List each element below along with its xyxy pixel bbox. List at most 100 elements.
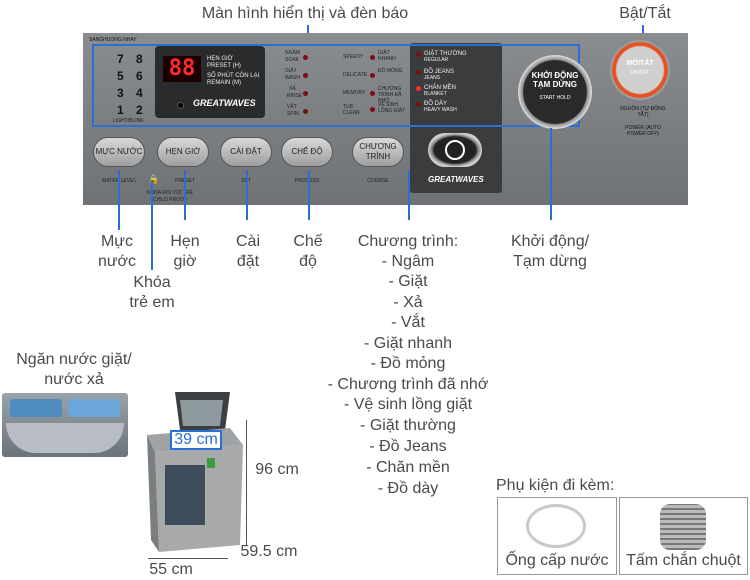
mode-vi: CHƯƠNG TRÌNH ĐÃ NHỚ bbox=[378, 86, 402, 104]
dim-width-label: 55 cm bbox=[149, 561, 193, 578]
step-label: NGÂM bbox=[285, 50, 300, 56]
water-connector bbox=[118, 170, 120, 230]
accessory-label: Ống cấp nước bbox=[505, 552, 609, 569]
program-num: 6 bbox=[136, 69, 143, 83]
preset-button[interactable]: HẸN GIỜ bbox=[157, 137, 209, 167]
step-label: VẮT bbox=[287, 104, 297, 110]
program-callout-title: Chương trình: bbox=[357, 233, 459, 250]
childlock-label: KHÓA ĐỔI VỚI TRẺ bbox=[147, 190, 193, 196]
course-vi: GIẶT THƯỜNG bbox=[424, 51, 467, 57]
process-callout: Chế độ bbox=[293, 233, 323, 270]
start-label-vi: KHỞI ĐỘNG TẠM DỪNG bbox=[531, 71, 579, 89]
course-knob[interactable] bbox=[428, 133, 482, 167]
child-lock-callout: Khóa trẻ em bbox=[129, 274, 175, 311]
program-item: - Đồ Jeans bbox=[369, 438, 447, 455]
program-item: - Xả bbox=[393, 294, 423, 311]
power-panel-en: POWER (AUTO POWER OFF) bbox=[625, 125, 661, 137]
course-en: HEAVY WASH bbox=[424, 107, 457, 113]
mode-led bbox=[370, 55, 375, 60]
course-connector bbox=[408, 170, 410, 220]
dim-top-label: 39 cm bbox=[170, 430, 222, 450]
display-label: Màn hình hiển thị và đèn báo bbox=[201, 5, 409, 22]
mode-led bbox=[370, 91, 375, 96]
width-dimension-line bbox=[148, 558, 228, 559]
remain-vi: SỐ PHÚT CÒN LẠI bbox=[207, 73, 260, 79]
mode-led bbox=[370, 107, 375, 112]
greatwaves-logo: GREATWAVES bbox=[193, 98, 256, 108]
panel-top-label: SANGHUONG NHAY bbox=[89, 37, 137, 43]
accessories-title: Phụ kiện đi kèm: bbox=[496, 477, 615, 494]
softener-tray bbox=[68, 399, 120, 417]
preset-connector bbox=[184, 170, 186, 220]
step-led bbox=[303, 73, 308, 78]
dispenser-label: Ngăn nước giặt/ nước xả bbox=[16, 351, 132, 388]
remain-en: REMAIN (M) bbox=[207, 80, 241, 86]
program-num: 3 bbox=[117, 86, 124, 100]
start-callout: Khởi động/ Tạm dừng bbox=[510, 233, 590, 270]
course-led bbox=[416, 102, 421, 107]
accessory-hose: Ống cấp nước bbox=[497, 497, 617, 575]
course-en: JEANS bbox=[424, 75, 441, 81]
start-label-en: START HOLD bbox=[539, 95, 571, 101]
step-label: XẢ bbox=[289, 86, 296, 92]
program-num: 5 bbox=[117, 69, 124, 83]
hose-icon bbox=[526, 504, 586, 548]
power-button[interactable]: MỞ/TẮT ON/OFF bbox=[610, 40, 670, 100]
course-sub: COURSE bbox=[367, 178, 389, 184]
mode-vi: GIẶT NHANH bbox=[378, 50, 396, 62]
set-connector bbox=[246, 170, 248, 220]
program-item: - Vệ sinh lồng giặt bbox=[343, 396, 473, 413]
program-num: 2 bbox=[136, 103, 143, 117]
course-led-active bbox=[416, 86, 421, 91]
mode-en: MEMORY bbox=[343, 90, 366, 96]
course-vi: ĐỒ DÀY bbox=[424, 101, 448, 107]
process-button[interactable]: CHẾ ĐỘ bbox=[281, 137, 333, 167]
step-label: GIẶT bbox=[285, 68, 297, 74]
program-num: 8 bbox=[136, 52, 143, 66]
set-button[interactable]: CÀI ĐẶT bbox=[220, 137, 272, 167]
program-item: - Đồ mỏng bbox=[370, 355, 446, 372]
course-vi: ĐỒ JEANS bbox=[424, 69, 455, 75]
program-item: - Giặt thường bbox=[360, 417, 456, 434]
process-connector bbox=[308, 170, 310, 220]
childlock-connector bbox=[151, 180, 153, 270]
greatwaves-logo: GREATWAVES bbox=[428, 175, 484, 184]
mode-led bbox=[370, 73, 375, 78]
step-label: RINSE bbox=[287, 93, 303, 99]
program-item: - Vắt bbox=[391, 314, 425, 331]
course-led bbox=[416, 70, 421, 75]
course-led bbox=[416, 52, 421, 57]
mode-en: DELICATE bbox=[343, 72, 368, 78]
power-panel-vi: NGUỒN (TỰ ĐỘNG TẮT) bbox=[620, 106, 666, 118]
start-connector bbox=[550, 128, 552, 220]
preset-en: PRESET (H) bbox=[207, 63, 241, 69]
preset-callout: Hẹn giờ bbox=[170, 233, 200, 270]
accessory-mouse-guard: Tấm chắn chuột bbox=[619, 497, 748, 575]
step-label: SOAK bbox=[285, 57, 299, 63]
start-hold-button[interactable]: KHỞI ĐỘNG TẠM DỪNG START HOLD bbox=[518, 55, 592, 129]
mouse-guard-icon bbox=[660, 504, 706, 550]
course-button[interactable]: CHƯƠNG TRÌNH bbox=[352, 137, 404, 167]
program-num: 4 bbox=[136, 86, 143, 100]
dispenser-image bbox=[2, 393, 128, 457]
set-sub: SET bbox=[220, 178, 272, 184]
step-label: WASH bbox=[285, 75, 300, 81]
mode-en: SPEEDY bbox=[343, 54, 364, 60]
preset-vi: HẸN GIỜ bbox=[207, 56, 233, 62]
process-sub: PROCESS bbox=[294, 178, 320, 184]
program-num: 1 bbox=[117, 103, 124, 117]
indicator-dot bbox=[177, 102, 184, 109]
mode-en: TUB CLEAN bbox=[343, 104, 360, 116]
power-label: Bật/Tắt bbox=[619, 5, 671, 22]
water-level-callout: Mực nước bbox=[97, 233, 137, 270]
course-en: REGULAR bbox=[424, 57, 449, 63]
step-led bbox=[303, 91, 308, 96]
detergent-tray bbox=[10, 399, 62, 417]
power-connector bbox=[642, 25, 644, 40]
light-blink-label: LIGHT/BLINK bbox=[113, 118, 144, 124]
course-en: BLANKET bbox=[424, 91, 447, 97]
water-level-button[interactable]: MỰC NƯỚC bbox=[93, 137, 145, 167]
program-item: - Ngâm bbox=[381, 253, 435, 270]
set-callout: Cài đặt bbox=[235, 233, 260, 270]
program-num: 7 bbox=[117, 52, 124, 66]
